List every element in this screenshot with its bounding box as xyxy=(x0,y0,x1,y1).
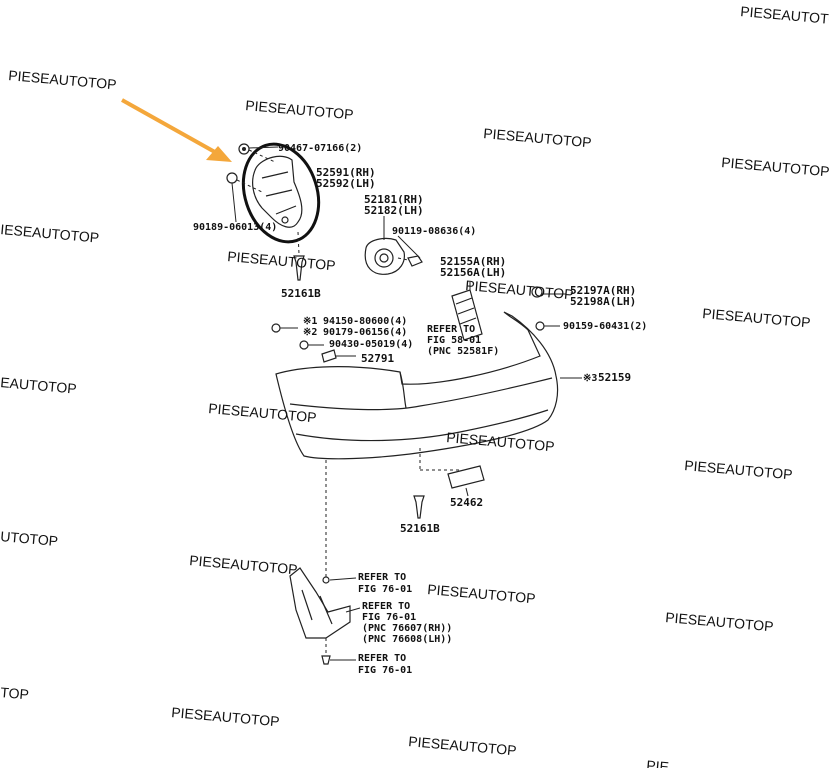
lamp-part xyxy=(364,216,405,275)
watermark-text: PIESEAUTOTOP xyxy=(721,154,829,179)
part-number-52462: 52462 xyxy=(450,496,483,509)
fastener-icons xyxy=(271,323,356,363)
footnote-mark-2: ※2 xyxy=(303,327,317,338)
refer-note-line2: FIG 58-01 xyxy=(427,335,481,346)
watermark-text: PIESEAUTOTOP xyxy=(684,457,793,482)
watermark-text: PIESEAUTOTOP xyxy=(245,97,354,122)
part-number-90467: 90467-07166(2) xyxy=(278,143,362,154)
part-number-52159: 52159 xyxy=(598,371,631,384)
retainer-part xyxy=(451,282,483,341)
watermark-text: EAUTOTOP xyxy=(0,374,77,397)
part-number-52161b-top: 52161B xyxy=(281,287,321,300)
watermark-text: UTOTOP xyxy=(0,528,59,549)
screw-icon xyxy=(413,495,425,519)
watermark-text: PIESEAUTOTOP xyxy=(665,609,774,634)
part-number-52182: 52182(LH) xyxy=(364,204,424,217)
part-number-52198a: 52198A(LH) xyxy=(570,295,636,308)
footnote-mark-1: ※1 xyxy=(303,316,317,327)
refer-note-line4: (PNC 76608(LH)) xyxy=(362,634,452,645)
part-number-90189: 90189-06013(4) xyxy=(193,222,277,233)
refer-note-line2: FIG 76-01 xyxy=(358,584,412,595)
part-number-52181: 52181(RH) xyxy=(364,193,424,206)
watermark-text: PIESEAUTOTO xyxy=(740,3,829,28)
mudguard-part xyxy=(289,567,361,665)
watermark-text: PIESEAUTOTOP xyxy=(171,704,280,729)
bumper-cover-part xyxy=(275,311,582,460)
part-number-90119: 90119-08636(4) xyxy=(392,226,476,237)
bracket-part xyxy=(252,155,303,228)
watermark-text: PIESEAUTOTOP xyxy=(8,67,117,92)
watermark-text: PIESEAUTOTOP xyxy=(702,305,811,330)
clip-icon xyxy=(531,286,566,298)
watermarks: PIESEAUTOTO PIESEAUTOTOP PIESEAUTOTOP PI… xyxy=(0,3,829,768)
watermark-text: PIESEAUTOTOP xyxy=(465,277,574,302)
screw-icon xyxy=(293,231,305,281)
watermark-text: PIESEAUTOTOP xyxy=(408,733,517,758)
part-number-52197a: 52197A(RH) xyxy=(570,284,636,297)
watermark-text: PIESEAUTOTOP xyxy=(483,125,592,150)
bolt-icon xyxy=(535,321,560,331)
watermark-text: IESEAUTOTOP xyxy=(0,221,100,246)
highlight-circle xyxy=(241,142,321,244)
part-number-90430: 90430-05019(4) xyxy=(329,339,413,350)
part-number-52791: 52791 xyxy=(361,352,394,365)
part-number-94150: 94150-80600(4) xyxy=(323,316,407,327)
refer-note-line3: (PNC 52581F) xyxy=(427,346,499,357)
part-number-52155a: 52155A(RH) xyxy=(440,255,506,268)
refer-note-line1: REFER TO xyxy=(427,324,475,335)
watermark-text: PIESEAUTOTOP xyxy=(189,552,298,577)
watermark-text: PIESEAUTOTOP xyxy=(208,400,317,425)
refer-note-line1: REFER TO xyxy=(358,572,406,583)
refer-note-line3: (PNC 76607(RH)) xyxy=(362,623,452,634)
part-number-90179: 90179-06156(4) xyxy=(323,327,407,338)
part-number-52156a: 52156A(LH) xyxy=(440,266,506,279)
part-number-90159: 90159-60431(2) xyxy=(563,321,647,332)
refer-note-line2: FIG 76-01 xyxy=(362,612,416,623)
refer-note-line1: REFER TO xyxy=(358,653,406,664)
part-number-52592: 52592(LH) xyxy=(316,177,376,190)
refer-note-line2: FIG 76-01 xyxy=(358,665,412,676)
refer-note-line1: REFER TO xyxy=(362,601,410,612)
reflector-part xyxy=(447,465,485,497)
footnote-mark-3: ※3 xyxy=(583,373,597,384)
watermark-text: PIESEAUTOTOP xyxy=(427,581,536,606)
part-number-52161b-bottom: 52161B xyxy=(400,522,440,535)
watermark-text: PIE xyxy=(646,757,670,768)
watermark-text: PIESEAUTOTOP xyxy=(446,429,555,454)
clip-icon xyxy=(238,143,279,163)
watermark-text: TOP xyxy=(0,684,30,702)
screw-icon xyxy=(226,172,263,223)
watermark-text: PIESEAUTOTOP xyxy=(227,248,336,273)
screw-icon xyxy=(397,235,423,267)
highlight-arrow xyxy=(121,98,232,162)
part-number-52591: 52591(RH) xyxy=(316,166,376,179)
